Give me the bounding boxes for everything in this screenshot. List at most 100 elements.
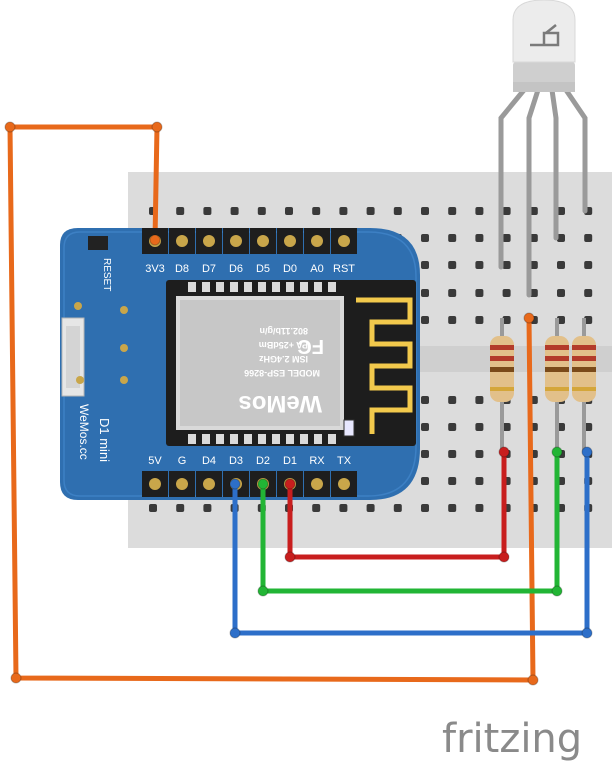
- module-standard: 802.11b/g/n: [259, 326, 308, 336]
- breadboard-hole: [475, 234, 484, 242]
- led-leads: [498, 87, 588, 298]
- breadboard-hole: [339, 504, 348, 512]
- breadboard-hole: [475, 504, 484, 512]
- breadboard-hole: [557, 234, 565, 242]
- wire-orange-3v3: [7, 124, 536, 683]
- wire-endpoint: [551, 446, 563, 458]
- pin-label-d2: D2: [256, 455, 270, 467]
- breadboard-hole: [421, 396, 429, 404]
- breadboard-hole: [448, 261, 457, 269]
- breadboard-hole: [475, 423, 484, 431]
- header-pin-pad: [176, 478, 188, 490]
- wire-green-d2: [260, 449, 560, 594]
- breadboard-hole: [203, 504, 212, 512]
- breadboard-hole: [285, 207, 293, 215]
- breadboard-hole: [257, 207, 266, 215]
- fcc-mark: FC: [297, 335, 324, 357]
- breadboard-hole: [230, 207, 239, 215]
- breadboard-hole: [421, 477, 429, 485]
- header-pin-pad: [203, 478, 215, 490]
- header-pin-pad: [284, 235, 296, 247]
- resistor-blue: [572, 318, 596, 452]
- pin-label-d6: D6: [229, 263, 243, 275]
- wire-endpoint: [498, 551, 510, 563]
- breadboard-hole: [448, 477, 457, 485]
- breadboard-hole: [529, 234, 538, 242]
- top-header-pins: [142, 228, 357, 254]
- breadboard-hole: [448, 289, 457, 297]
- header-pin-pad: [257, 235, 269, 247]
- wire-endpoint: [551, 585, 563, 597]
- pin-label-rst: RST: [333, 263, 355, 275]
- breadboard-hole: [448, 396, 457, 404]
- wire-endpoint: [527, 674, 539, 686]
- breadboard-hole: [502, 207, 511, 215]
- module-model: MODEL ESP-8266: [244, 368, 320, 378]
- wire-endpoints: [4, 121, 593, 686]
- breadboard-hole: [448, 207, 457, 215]
- breadboard-hole: [448, 504, 457, 512]
- antenna-trace: [356, 297, 413, 434]
- wire-endpoint: [284, 551, 296, 563]
- wemos-d1-mini-board: RESET D1 mini WeMos.cc: [60, 228, 420, 500]
- breadboard-hole: [312, 207, 321, 215]
- wire-endpoint: [498, 446, 510, 458]
- breadboard-hole: [421, 316, 429, 324]
- breadboard-hole: [557, 207, 565, 215]
- pin-label-g: G: [178, 455, 187, 467]
- breadboard-hole: [176, 504, 185, 512]
- breadboard-hole: [421, 450, 429, 458]
- pin-label-d1: D1: [283, 455, 297, 467]
- fritzing-logo: fritzing: [442, 716, 582, 762]
- header-pin-pad: [203, 235, 215, 247]
- led-die-icon: [530, 24, 560, 47]
- wire-endpoint: [523, 312, 535, 324]
- pin-label-d5: D5: [256, 263, 270, 275]
- breadboard-hole: [421, 289, 429, 297]
- breadboard-hole: [529, 289, 538, 297]
- breadboard-hole: [584, 316, 593, 324]
- wire-endpoint: [229, 478, 241, 490]
- breadboard-hole: [176, 207, 185, 215]
- reset-label: RESET: [101, 258, 112, 291]
- header-pin-pad: [311, 235, 323, 247]
- header-pin-pad: [176, 235, 188, 247]
- breadboard-hole: [557, 289, 565, 297]
- breadboard-hole: [421, 261, 429, 269]
- breadboard-hole: [475, 477, 484, 485]
- wire-endpoint: [257, 478, 269, 490]
- pin-label-5v: 5V: [148, 455, 162, 467]
- wire-endpoint: [10, 672, 22, 684]
- breadboard-hole: [421, 234, 429, 242]
- breadboard-hole: [448, 423, 457, 431]
- wire-endpoint: [581, 627, 593, 639]
- breadboard-hole: [584, 289, 593, 297]
- breadboard-hole: [339, 207, 348, 215]
- wire-endpoint: [229, 627, 241, 639]
- pin-label-a0: A0: [310, 263, 323, 275]
- breadboard-hole: [448, 316, 457, 324]
- pin-label-3v3: 3V3: [145, 263, 165, 275]
- wire-endpoint: [257, 585, 269, 597]
- wire-endpoint: [4, 121, 16, 133]
- breadboard-hole: [421, 207, 429, 215]
- wire-endpoint: [284, 478, 296, 490]
- breadboard-hole: [421, 504, 429, 512]
- breadboard-hole: [557, 261, 565, 269]
- breadboard-hole: [149, 504, 157, 512]
- header-pin-pad: [338, 478, 350, 490]
- breadboard-hole: [475, 261, 484, 269]
- breadboard-hole: [529, 207, 538, 215]
- breadboard-hole: [366, 504, 375, 512]
- breadboard-hole: [502, 423, 511, 431]
- wire-endpoint: [151, 121, 163, 133]
- wire-endpoint: [581, 446, 593, 458]
- breadboard-hole: [448, 234, 457, 242]
- board-name: D1 mini: [97, 418, 112, 462]
- header-pin-pad: [230, 235, 242, 247]
- breadboard-hole: [475, 207, 484, 215]
- pin-label-rx: RX: [309, 455, 325, 467]
- breadboard-hole: [393, 207, 402, 215]
